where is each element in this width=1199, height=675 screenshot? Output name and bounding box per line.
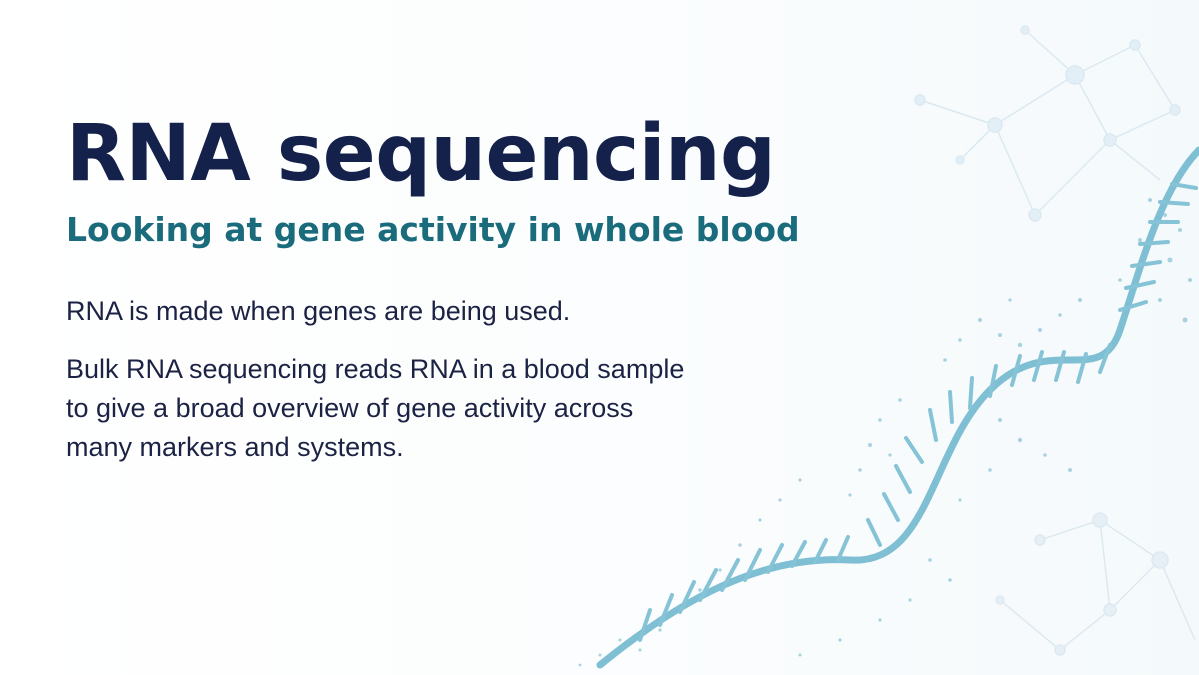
page-title: RNA sequencing <box>66 109 776 199</box>
dot-particles <box>578 198 1192 667</box>
molecular-network-illustration-bottom <box>995 512 1196 656</box>
rna-helix-illustration <box>596 146 1199 669</box>
subtitle: Looking at gene activity in whole blood <box>66 209 800 249</box>
molecular-network-illustration <box>914 25 1181 222</box>
body-paragraph-1: RNA is made when genes are being used. <box>66 296 571 327</box>
text-content: RNA sequencing Looking at gene activity … <box>66 109 926 467</box>
body-paragraph-2: Bulk RNA sequencing reads RNA in a blood… <box>66 353 685 462</box>
